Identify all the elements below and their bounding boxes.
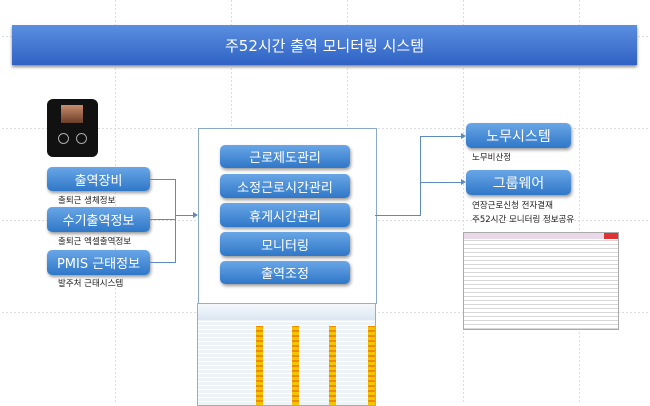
connector <box>420 136 462 137</box>
arrow-icon <box>461 179 466 185</box>
input-attendance-device[interactable]: 출역장비 <box>47 167 150 191</box>
connector <box>175 179 176 263</box>
input-pmis[interactable]: PMIS 근태정보 <box>47 250 150 275</box>
connector <box>150 179 175 180</box>
groupware-table-screenshot <box>463 232 619 330</box>
connector <box>150 219 175 220</box>
core-item[interactable]: 출역조정 <box>220 261 350 284</box>
core-item[interactable]: 모니터링 <box>220 232 350 256</box>
input-caption: 발주처 근태시스템 <box>58 279 124 289</box>
core-item[interactable]: 소정근로시간관리 <box>220 174 350 198</box>
input-caption: 출퇴근 생체정보 <box>58 196 116 206</box>
connector <box>420 182 462 183</box>
output-labor-system[interactable]: 노무시스템 <box>466 123 571 148</box>
input-manual-attendance[interactable]: 수기출역정보 <box>47 207 150 232</box>
core-item[interactable]: 휴게시간관리 <box>220 203 350 227</box>
page-title: 주52시간 출역 모니터링 시스템 <box>12 25 637 65</box>
monitoring-screenshot <box>197 303 376 406</box>
arrow-icon <box>193 212 198 218</box>
connector <box>375 215 420 216</box>
connector <box>175 215 195 216</box>
connector <box>420 136 421 216</box>
core-item[interactable]: 근로제도관리 <box>220 145 350 168</box>
output-caption: 노무비산정 <box>472 153 512 163</box>
input-caption: 출퇴근 엑셀출역정보 <box>58 237 132 247</box>
output-caption: 주52시간 모니터링 정보공유 <box>472 215 575 225</box>
output-groupware[interactable]: 그룹웨어 <box>466 170 571 195</box>
attendance-device-image <box>47 99 98 157</box>
connector <box>150 262 175 263</box>
arrow-icon <box>461 133 466 139</box>
output-caption: 연장근로신청 전자결재 <box>472 201 553 211</box>
